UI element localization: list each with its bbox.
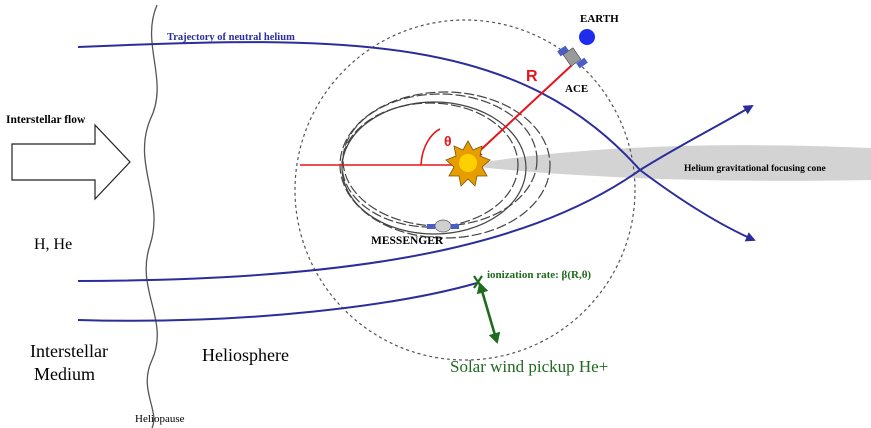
trajectory-label: Trajectory of neutral helium [167,32,295,43]
focusing-cone-label: Helium gravitational focusing cone [684,164,826,174]
sun-icon [445,140,491,187]
focusing-cone [478,145,871,181]
helium-trajectory-upper [77,41,756,242]
h-he-label: H, He [34,236,72,253]
theta-arc [420,128,441,166]
ace-label: ACE [565,83,588,95]
ace-satellite-icon [557,45,588,69]
interstellar-label: Interstellar [30,341,108,361]
theta-label: θ [444,133,452,149]
heliopause-label: Heliopause [135,413,185,425]
heliosphere-label: Heliosphere [202,345,289,365]
pickup-arrow [476,282,501,344]
medium-label: Medium [34,364,95,384]
pickup-label: Solar wind pickup He+ [450,357,608,376]
helium-trajectory-bottom [77,282,478,322]
messenger-spacecraft-icon [427,219,459,233]
earth-orbit-circle [294,19,636,361]
ionization-rate-label: ionization rate: β(R,θ) [487,269,591,281]
messenger-label: MESSENGER [371,235,444,247]
earth-label: EARTH [580,13,619,25]
r-vector [471,64,573,159]
helium-trajectory-lower [77,104,754,282]
earth-icon [579,29,595,45]
r-label: R [526,68,538,85]
heliopause-line [143,4,158,428]
interstellar-flow-label: Interstellar flow [6,114,86,126]
interstellar-flow-arrow [11,123,131,201]
